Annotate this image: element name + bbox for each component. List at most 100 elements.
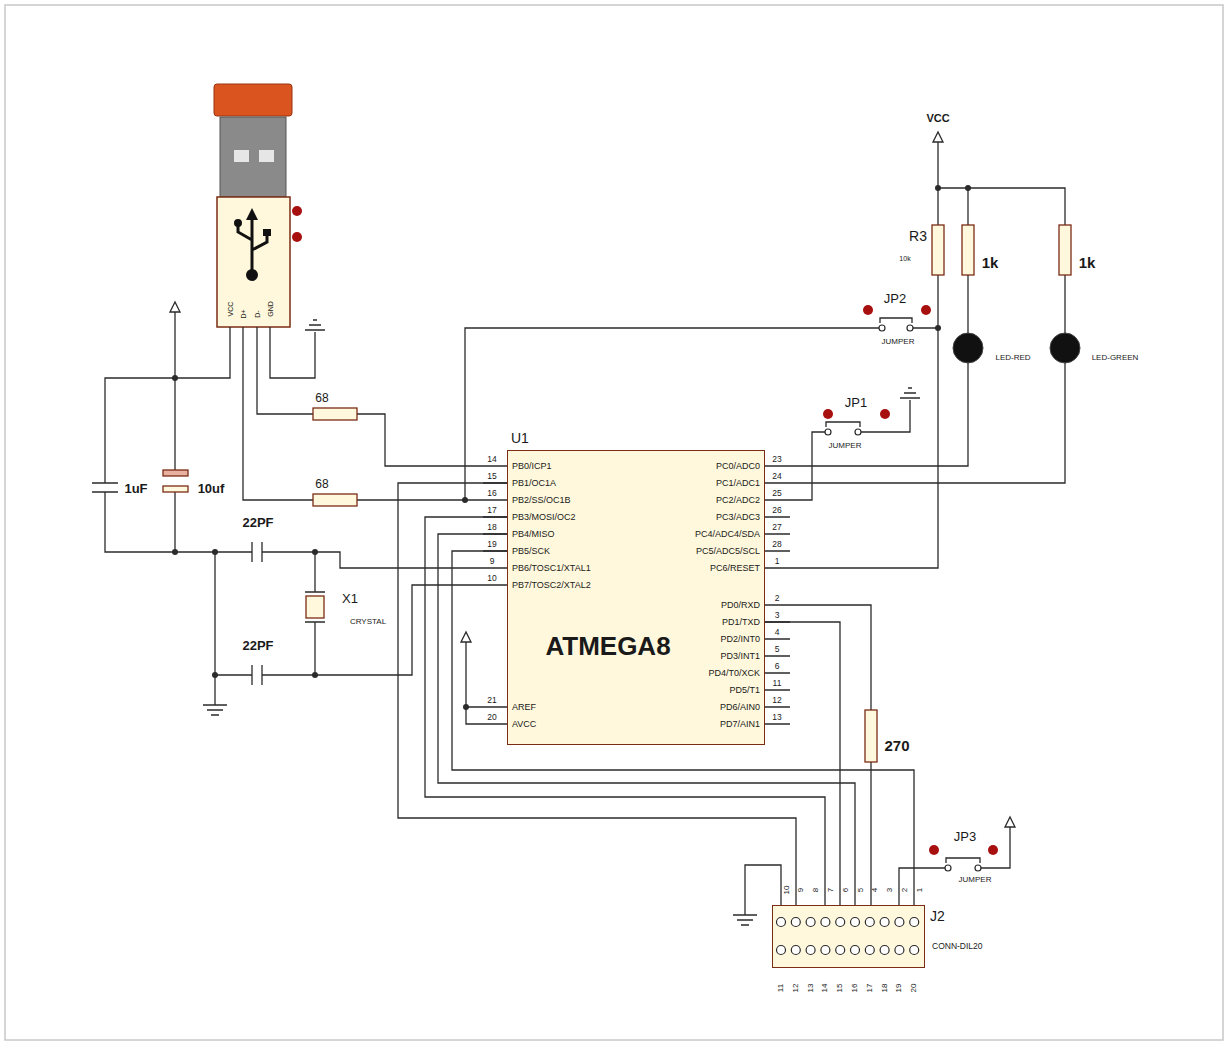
wires-part [174,320,175,552]
pin-name: PB6/TOSC1/XTAL1 [512,564,591,573]
pin-name: PB2/SS/OC1B [512,496,571,505]
part-name: LED-RED [995,354,1030,362]
components-part [865,710,877,762]
wires-part [483,466,507,724]
pin-name: D- [254,310,261,317]
part-ref: JP2 [884,292,906,305]
pin-number: 4 [775,628,780,637]
pin-number: 2 [775,594,780,603]
part-name: JUMPER [829,442,862,450]
pin-number: 1 [775,557,780,566]
components-part [932,225,944,275]
wires-part [270,320,325,378]
pin-number: 23 [772,455,781,464]
pin-number: 25 [772,489,781,498]
capacitor-value: 22PF [242,639,273,652]
header-pin [836,946,845,955]
junction-dots-part [965,185,971,191]
pin-number: 2 [901,888,909,892]
pin-number: 18 [487,523,496,532]
junction-dots-part [172,375,178,381]
resistor-value: 68 [315,478,328,490]
pin-name: PC1/ADC1 [716,479,760,488]
pin-name: D+ [240,309,247,318]
pin-number: 28 [772,540,781,549]
header-pin [791,918,800,927]
header-pin [910,946,919,955]
jumper-marks-part [823,409,833,419]
jumper-marks-part [880,409,890,419]
pin-number: 1 [916,888,924,892]
header-pin [895,918,904,927]
resistor-value: 68 [315,392,328,404]
jumper-terminals-part [975,865,981,871]
part-ref: R3 [909,229,927,243]
pin-name: PD6/AIN0 [720,703,760,712]
pin-name: PD0/RXD [721,601,760,610]
pin-number: 12 [772,696,781,705]
wires-part [215,552,315,705]
header-pin [821,946,830,955]
header-pin [865,946,874,955]
power-symbols-part [933,132,943,150]
part-ref: U1 [511,431,529,445]
pin-number: 7 [827,888,835,892]
wires-part [466,650,483,724]
junction-dots-part [463,704,469,710]
pin-name: PD1/TXD [722,618,760,627]
pin-number: 10 [487,574,496,583]
usb-plug-part [234,219,242,227]
header-pin [895,946,904,955]
header-pin [880,946,889,955]
usb-plug-part [234,150,249,162]
components-part [1059,225,1071,275]
junction-dots-part [312,549,318,555]
power-symbols-part [1005,817,1015,835]
pin-number: 14 [487,455,496,464]
pin-number: 13 [772,713,781,722]
frame [5,5,1223,1040]
junction-dots-part [172,549,178,555]
pin-number: 18 [881,984,889,993]
pin-number: 24 [772,472,781,481]
pin-number: 27 [772,523,781,532]
capacitor-value: 22PF [242,516,273,529]
part-name: ATMEGA8 [545,633,670,659]
pin-name: PD2/INT0 [720,635,760,644]
part-name: CRYSTAL [350,618,386,626]
junction-dots-part [312,672,318,678]
pin-number: 13 [807,984,815,993]
leds [953,333,1080,363]
jumper-marks-part [988,845,998,855]
junction-dots-part [935,185,941,191]
pin-number: 17 [866,984,874,993]
pin-name: PB5/SCK [512,547,550,556]
wires-part [790,275,1065,483]
pin-number: 10 [783,886,791,895]
pin-number: 15 [487,472,496,481]
usb-plug-part [214,84,292,116]
usb-plug-part [246,208,258,220]
jumper-marks-part [863,305,873,315]
junction-dots-part [212,672,218,678]
pin-number: 5 [857,888,865,892]
pin-name: PC3/ADC3 [716,513,760,522]
usb-plug-part [238,218,267,272]
junction-dots-part [212,549,218,555]
wires-part [243,327,483,500]
jumper-terminals-part [879,325,885,331]
header-pin [821,918,830,927]
pin-name: PB0/ICP1 [512,462,552,471]
wires-part [790,605,871,905]
resistor-value: 1k [1079,255,1096,270]
part-name: LED-GREEN [1092,354,1139,362]
wires-part [790,275,938,568]
pin-number: 11 [773,679,782,688]
capacitor-value: 10uf [198,482,225,495]
pin-name: PD4/T0/XCK [708,669,760,678]
pin-number: 19 [487,540,496,549]
power-symbols-part [461,632,471,650]
wires-part [790,388,920,500]
jumper-terminals-part [945,865,951,871]
pin-number: 6 [842,888,850,892]
